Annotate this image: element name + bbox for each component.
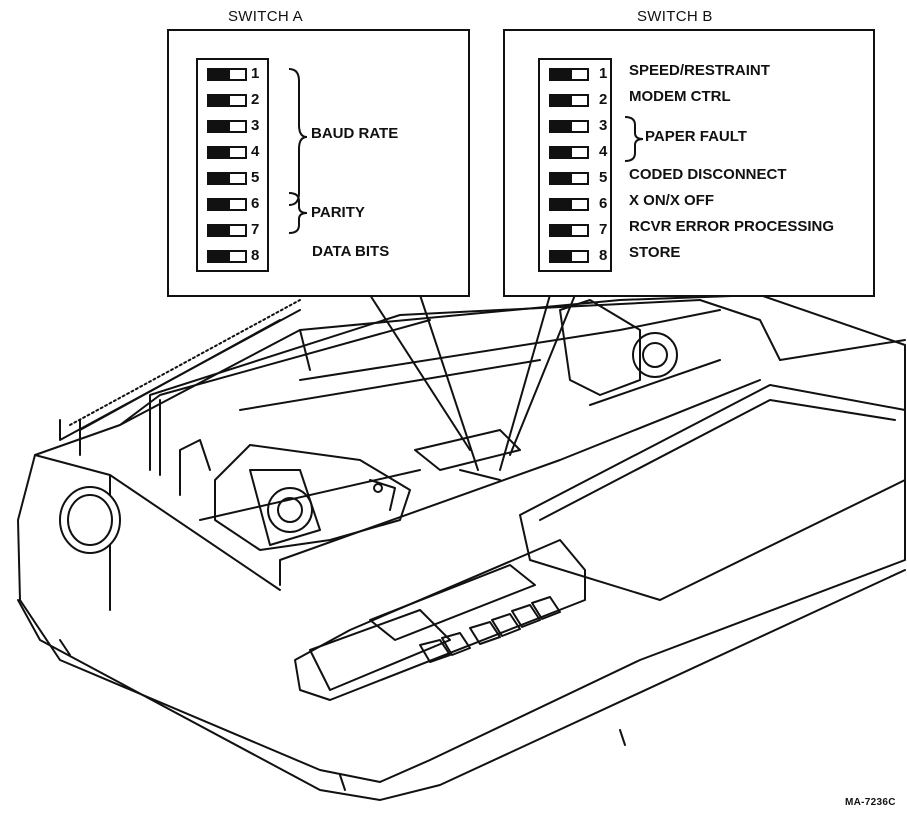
switch-b-toggle-7 xyxy=(549,224,589,237)
switch-b-position-8: 8 xyxy=(599,247,608,264)
switch-b-toggle-2 xyxy=(549,94,589,107)
switch-b-position-1: 1 xyxy=(599,65,608,82)
switch-b-position-7: 7 xyxy=(599,221,608,238)
switch-a-baud-brace xyxy=(288,68,308,206)
switch-a-panel: 1 2 3 4 5 6 7 8 BAUD RATE PARITY DATA BI… xyxy=(167,29,470,297)
switch-a-position-1: 1 xyxy=(251,65,260,82)
switch-b-position-6: 6 xyxy=(599,195,608,212)
switch-a-position-3: 3 xyxy=(251,117,260,134)
switch-b-title: SWITCH B xyxy=(637,8,713,25)
switch-b-panel: 1 2 3 4 5 6 7 8 SPEED/RESTRAINT MODEM CT… xyxy=(503,29,875,297)
switch-a-group-baud-rate: BAUD RATE xyxy=(311,125,399,142)
switch-b-toggle-5 xyxy=(549,172,589,185)
switch-b-label-xon-xoff: X ON/X OFF xyxy=(629,192,715,209)
switch-a-position-7: 7 xyxy=(251,221,260,238)
switch-a-title: SWITCH A xyxy=(228,8,303,25)
switch-a-toggle-5 xyxy=(207,172,247,185)
switch-a-toggle-3 xyxy=(207,120,247,133)
switch-a-parity-brace xyxy=(288,192,308,234)
switch-a-toggle-1 xyxy=(207,68,247,81)
switch-a-position-2: 2 xyxy=(251,91,260,108)
switch-a-group-parity: PARITY xyxy=(311,204,365,221)
switch-a-toggle-6 xyxy=(207,198,247,211)
switch-b-position-5: 5 xyxy=(599,169,608,186)
switch-a-toggle-2 xyxy=(207,94,247,107)
switch-a-position-8: 8 xyxy=(251,247,260,264)
switch-a-position-6: 6 xyxy=(251,195,260,212)
switch-a-position-5: 5 xyxy=(251,169,260,186)
switch-a-dip-frame xyxy=(196,58,269,272)
switch-b-label-coded-disconnect: CODED DISCONNECT xyxy=(629,166,787,183)
switch-a-group-data-bits: DATA BITS xyxy=(312,243,390,260)
switch-a-toggle-7 xyxy=(207,224,247,237)
switch-b-label-paper-fault: PAPER FAULT xyxy=(645,128,747,145)
figure-code: MA-7236C xyxy=(845,797,896,808)
switch-b-paper-fault-brace xyxy=(624,116,644,162)
switch-b-toggle-1 xyxy=(549,68,589,81)
switch-b-toggle-6 xyxy=(549,198,589,211)
switch-a-toggle-8 xyxy=(207,250,247,263)
switch-a-position-4: 4 xyxy=(251,143,260,160)
switch-b-toggle-4 xyxy=(549,146,589,159)
switch-b-position-2: 2 xyxy=(599,91,608,108)
switch-b-label-rcvr-error: RCVR ERROR PROCESSING xyxy=(629,218,835,235)
switch-b-label-store: STORE xyxy=(629,244,681,261)
switch-b-label-speed-restraint: SPEED/RESTRAINT xyxy=(629,62,770,79)
switch-a-toggle-4 xyxy=(207,146,247,159)
switch-b-position-4: 4 xyxy=(599,143,608,160)
switch-b-toggle-8 xyxy=(549,250,589,263)
switch-b-label-modem-ctrl: MODEM CTRL xyxy=(629,88,731,105)
switch-b-dip-frame xyxy=(538,58,612,272)
switch-b-position-3: 3 xyxy=(599,117,608,134)
switch-b-toggle-3 xyxy=(549,120,589,133)
